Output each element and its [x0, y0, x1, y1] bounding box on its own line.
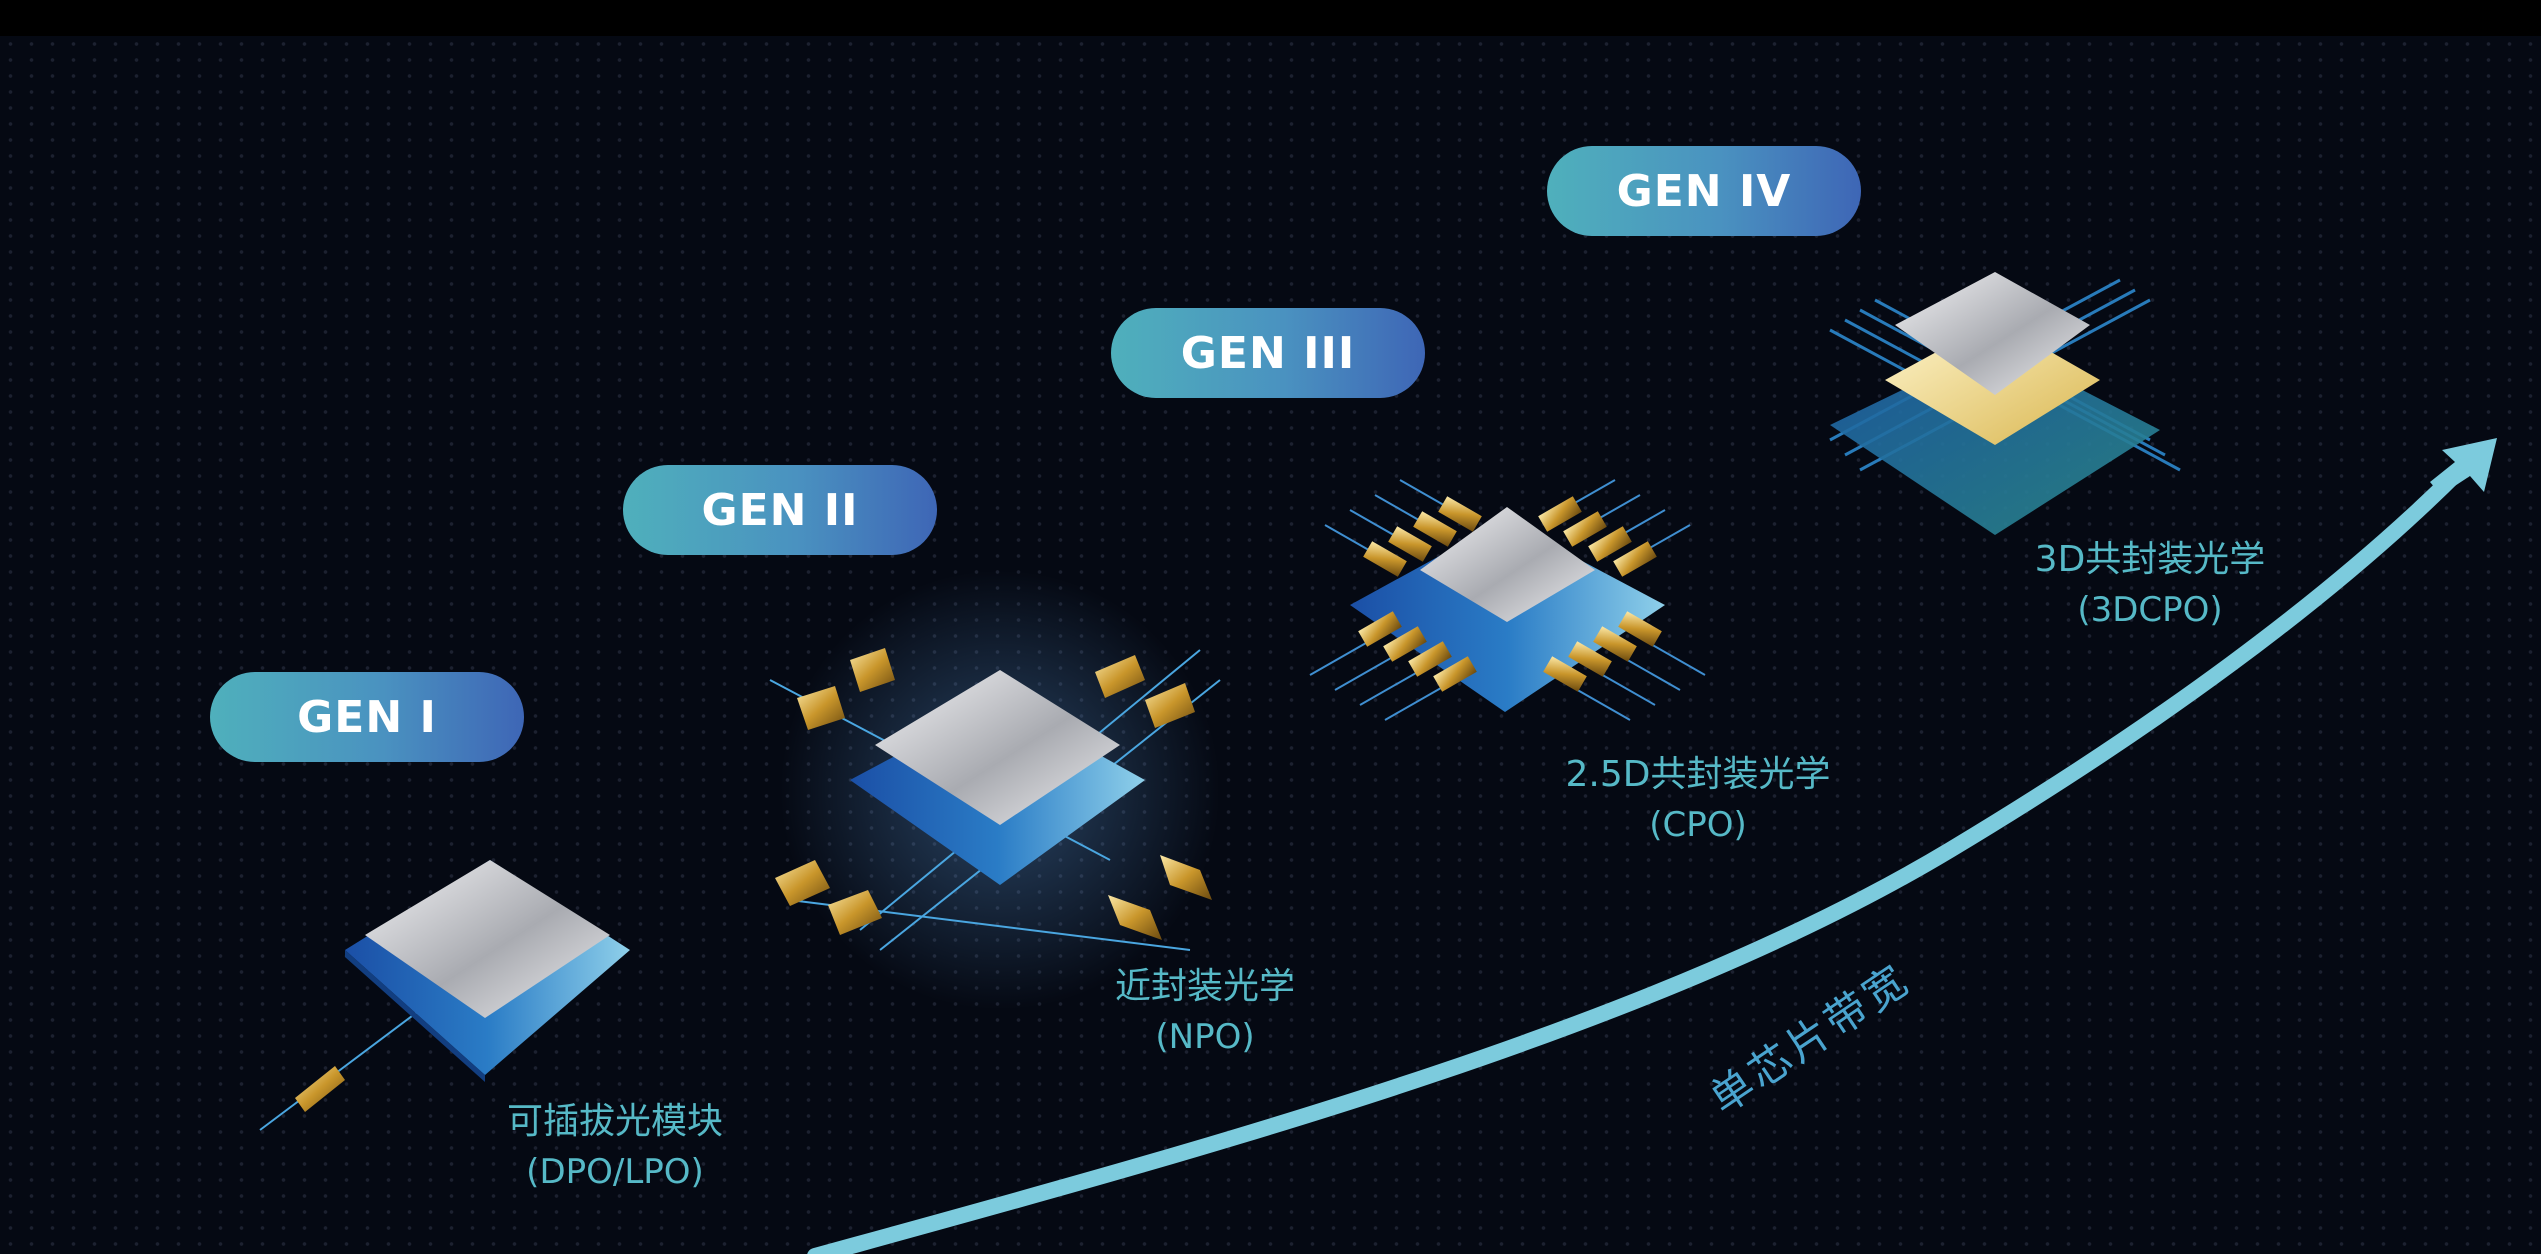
gen4-name: 3D共封装光学	[2034, 539, 2266, 580]
gen1-abbr: (DPO/LPO)	[526, 1152, 704, 1192]
gen1-label: 可插拔光模块 (DPO/LPO)	[507, 1097, 723, 1197]
trend-arrow	[807, 438, 2497, 1254]
gen2-chip-illustration	[769, 570, 1221, 1010]
gen1-chip-illustration	[259, 860, 630, 1131]
gen2-name: 近封装光学	[1114, 966, 1296, 1007]
gen3-label: 2.5D共封装光学 (CPO)	[1566, 750, 1831, 850]
gen2-label: 近封装光学 (NPO)	[1115, 962, 1295, 1062]
gen3-name: 2.5D共封装光学	[1565, 754, 1831, 795]
gen4-abbr: (3DCPO)	[2077, 590, 2223, 630]
gen4-badge: GEN IV	[1547, 146, 1861, 236]
gen3-badge: GEN III	[1111, 308, 1425, 398]
gen4-chip-illustration	[1829, 272, 2181, 535]
gen3-abbr: (CPO)	[1649, 805, 1747, 845]
gen1-name: 可插拔光模块	[506, 1101, 724, 1142]
arrow-head-icon	[2430, 438, 2497, 495]
top-black-bar	[0, 0, 2541, 36]
dotted-background	[0, 36, 2541, 1254]
gen3-chip-illustration	[1309, 479, 1706, 721]
gen2-badge: GEN II	[623, 465, 937, 555]
gen4-label: 3D共封装光学 (3DCPO)	[2035, 535, 2266, 635]
gen1-badge: GEN I	[210, 672, 524, 762]
gen2-abbr: (NPO)	[1155, 1017, 1255, 1057]
